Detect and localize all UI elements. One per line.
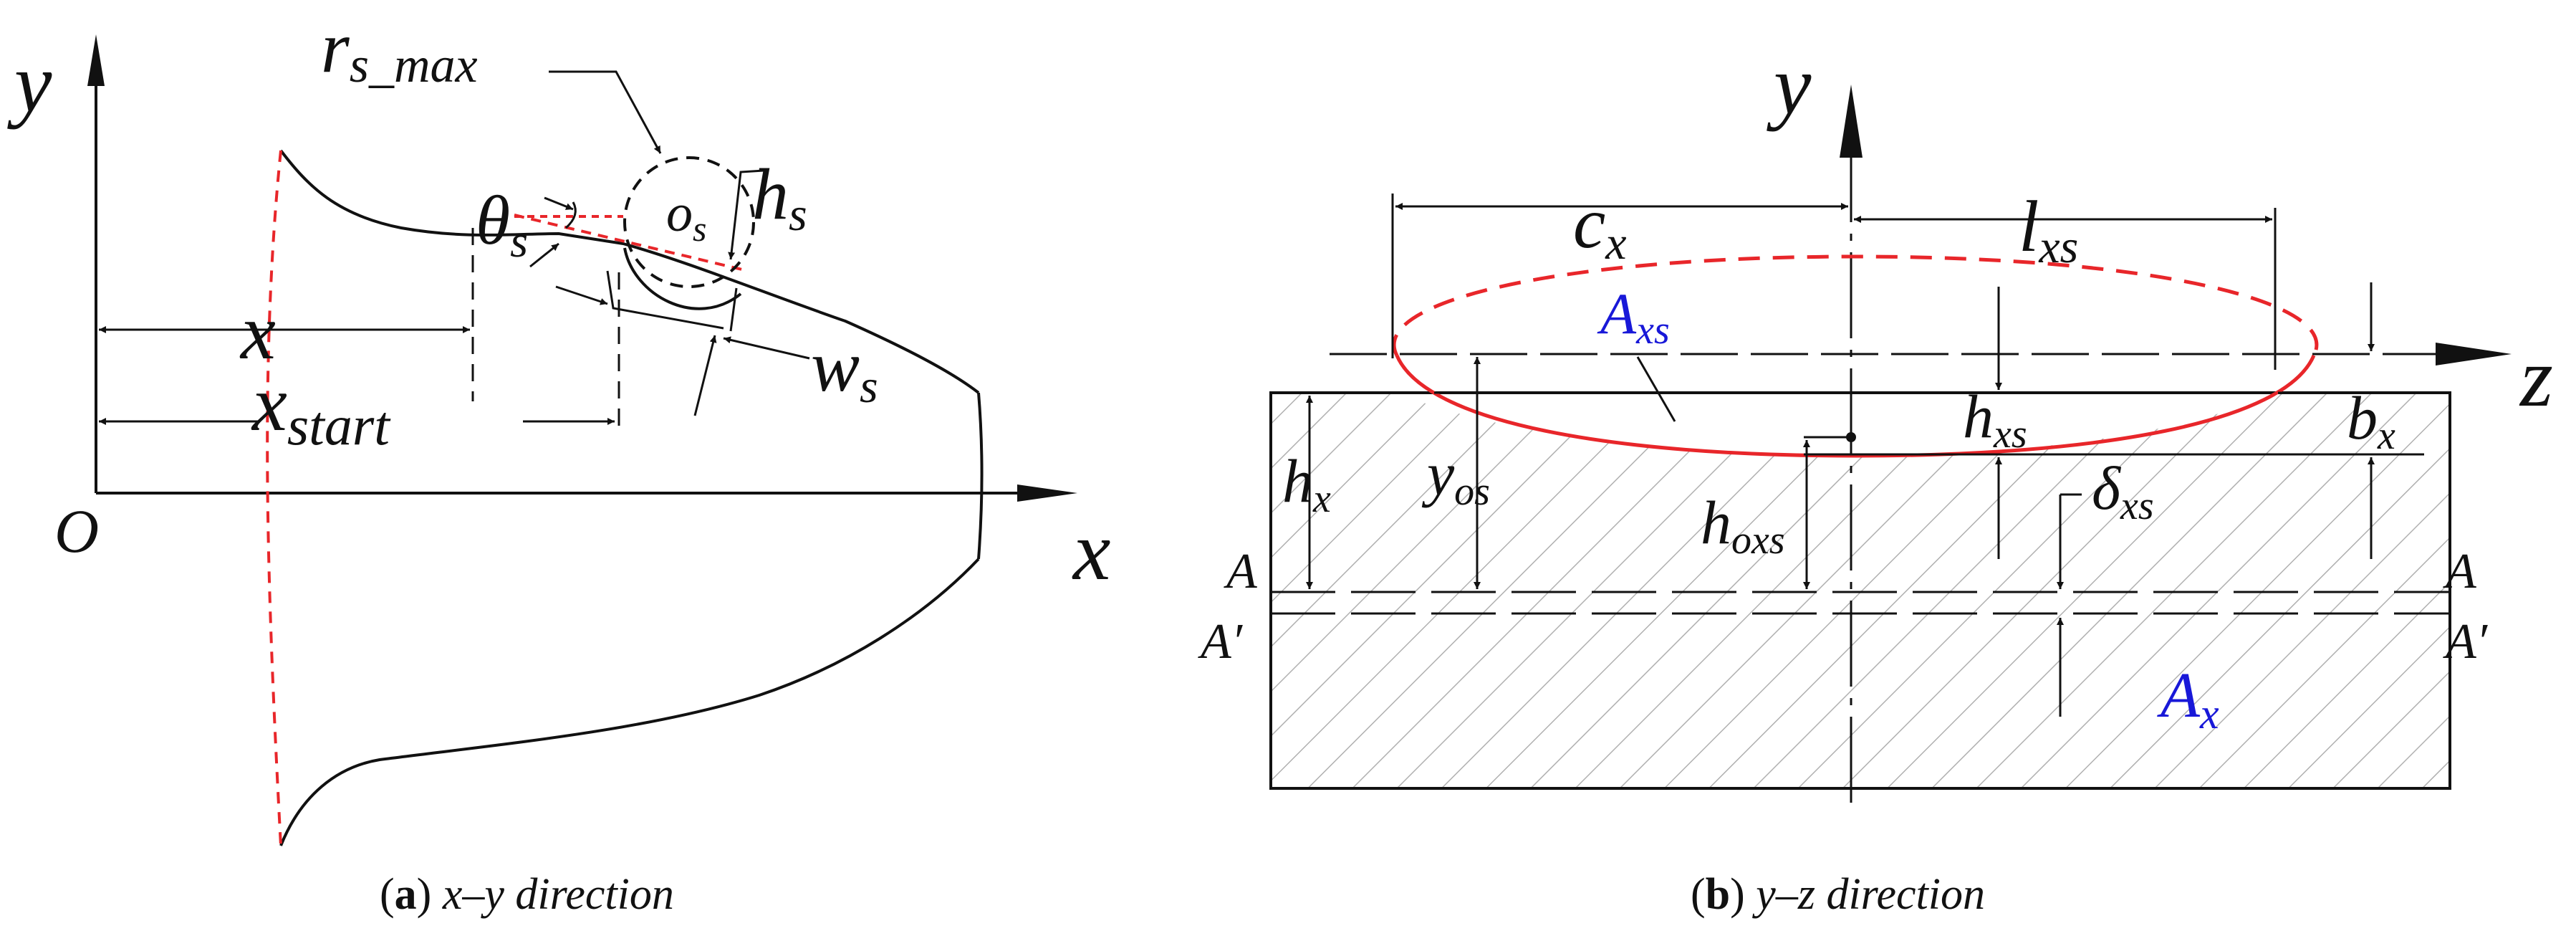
panel-a: y x O θs os rs_max hs x xstart	[7, 7, 1110, 919]
b-yos-label: yos	[1421, 439, 1490, 514]
a-x-dim-label: x	[239, 288, 276, 376]
b-red-ellipse-bottom	[1395, 355, 2316, 458]
a-circle-arc	[623, 247, 742, 310]
b-axs-label: Axs	[1597, 281, 1670, 353]
a-x-axis-arrow-icon	[1017, 484, 1077, 502]
a-red-dashed-boundary	[266, 150, 282, 846]
b-ax-label: Ax	[2157, 660, 2219, 737]
a-rsmax-leader	[549, 70, 662, 154]
b-red-ellipse-top	[1392, 254, 2319, 357]
a-xstart-label: xstart	[251, 360, 391, 457]
a-ws-leader	[723, 336, 810, 360]
a-ws-ext1	[606, 270, 724, 330]
b-a-right-label: A	[2443, 544, 2476, 599]
b-hxs-label: hxs	[1963, 382, 2027, 457]
b-cx-label: cx	[1573, 183, 1627, 269]
b-aprime-right-label: A′	[2443, 614, 2489, 669]
a-x-label: x	[1072, 504, 1110, 598]
b-lxs-label: lxs	[2019, 186, 2078, 273]
a-profile-upper	[279, 149, 980, 394]
b-hx-label: hx	[1282, 446, 1331, 521]
a-theta-arrow-icon	[544, 196, 574, 211]
a-profile-right	[977, 392, 984, 560]
b-bx-label: bx	[2347, 383, 2395, 458]
a-profile-lower	[279, 558, 980, 846]
a-rsmax-label: rs_max	[321, 7, 478, 93]
b-rectangle	[1269, 391, 2451, 790]
a-dashed-circle	[623, 156, 755, 288]
a-ws-arrow2-icon	[693, 335, 717, 416]
b-axs-leader	[1636, 356, 1676, 422]
a-theta-label: θs	[476, 182, 528, 267]
b-z-axis-arrow-icon	[2436, 343, 2512, 366]
a-ws-label: ws	[811, 326, 878, 413]
b-caption: (b) y–z direction	[1691, 870, 1985, 919]
a-ws-ext2	[729, 287, 738, 332]
a-origin-label: O	[54, 497, 99, 565]
a-theta-arrow2-icon	[529, 242, 559, 268]
a-ws-arrow1-icon	[555, 285, 608, 305]
a-y-label: y	[7, 36, 52, 130]
b-aprime-left-label: A′	[1198, 614, 1244, 669]
a-hs-label: hs	[752, 154, 807, 241]
b-hatch-fill	[1271, 393, 2450, 788]
b-deltaxs-label: δxs	[2092, 454, 2154, 528]
b-a-left-label: A	[1224, 544, 1257, 599]
a-hs-leader	[728, 169, 764, 260]
b-y-label: y	[1767, 38, 1812, 132]
a-caption: (a) x–y direction	[380, 870, 674, 919]
a-os-label: os	[666, 184, 706, 249]
a-red-dashed-tangent	[514, 214, 749, 272]
b-hoxs-label: hoxs	[1701, 488, 1785, 563]
b-lens-cutout	[1397, 393, 2278, 456]
a-theta-arc	[564, 201, 577, 229]
b-y-axis-arrow-icon	[1840, 85, 1863, 158]
a-y-axis-arrow-icon	[87, 34, 105, 86]
panel-b: y z cx lxs Axs hxs bx hx	[1198, 38, 2553, 919]
b-z-label: z	[2519, 330, 2553, 424]
